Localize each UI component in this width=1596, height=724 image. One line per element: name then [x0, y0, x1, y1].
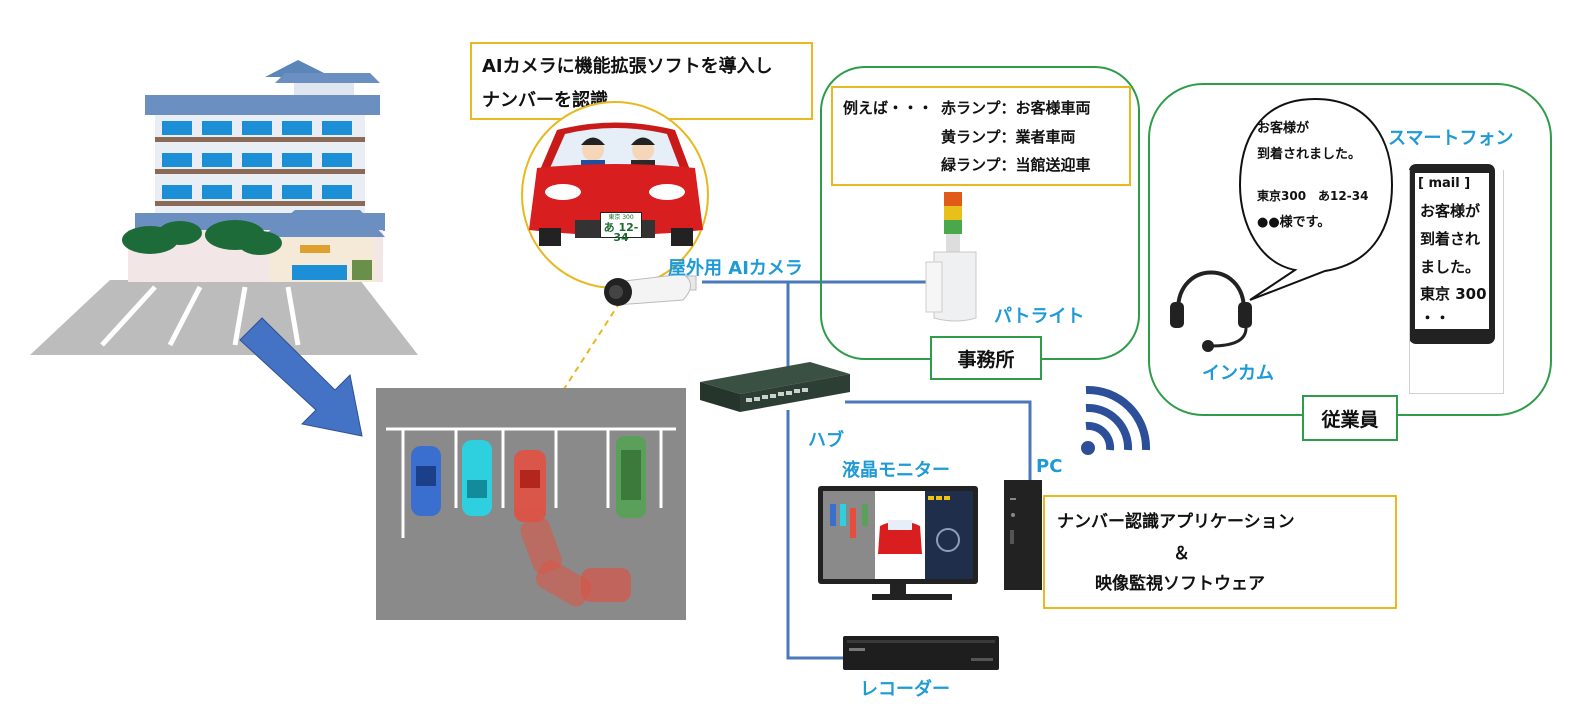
monitor-label: 液晶モニター — [842, 460, 950, 481]
phone-header: [ mail ] — [1418, 176, 1471, 191]
monitor-icon — [818, 486, 978, 600]
phone-line-4: 東京 300 — [1420, 285, 1487, 303]
smartphone-icon — [1409, 164, 1495, 344]
camera-icon — [604, 273, 697, 306]
phone-shadow — [1409, 170, 1504, 394]
phone-line-2: 到着され — [1420, 230, 1481, 248]
office-label: 事務所 — [930, 336, 1042, 380]
phone-line-5: ・・ — [1420, 309, 1451, 327]
software-box: ナンバー認識アプリケーション ＆ 映像監視ソフトウェア — [1043, 495, 1397, 609]
bubble-line-1: お客様が — [1257, 121, 1310, 136]
signal-tower-icon — [925, 192, 977, 322]
hub-icon — [700, 362, 850, 412]
callout-line-2: ナンバーを認識 — [482, 90, 608, 111]
bubble-line-3: 東京300 あ12-34 — [1257, 189, 1369, 203]
parking-lot-illustration — [376, 388, 686, 620]
phone-line-3: ました。 — [1420, 258, 1481, 276]
callout-line-1: AIカメラに機能拡張ソフトを導入し — [482, 56, 773, 77]
smartphone-label: スマートフォン — [1388, 128, 1514, 149]
recorder-icon — [843, 636, 999, 670]
phone-line-1: お客様が — [1420, 202, 1481, 220]
headset-icon — [1170, 270, 1252, 352]
software-line-3: 映像監視ソフトウェア — [1095, 574, 1265, 594]
software-line-2: ＆ — [1173, 544, 1190, 564]
staff-label: 従業員 — [1302, 395, 1398, 441]
car-recognition-illustration — [521, 101, 709, 289]
plate-bottom: あ 12-34 — [603, 221, 639, 244]
software-line-1: ナンバー認識アプリケーション — [1057, 512, 1295, 532]
license-plate: 東京 300 あ 12-34 — [600, 212, 642, 243]
hotel-illustration — [30, 60, 418, 355]
bubble-line-4: ●●様です。 — [1257, 215, 1331, 230]
plate-top: 東京 300 — [608, 214, 634, 221]
lamp-legend-box: 例えば・・・ 赤ランプ：お客様車両 黄ランプ：業者車両 緑ランプ：当館送迎車 — [831, 86, 1131, 186]
arrow-icon — [239, 317, 363, 437]
patlite-label: パトライト — [994, 306, 1085, 327]
intercom-label: インカム — [1202, 363, 1274, 384]
lamp-legend-green: 緑ランプ：当館送迎車 — [941, 156, 1091, 174]
pc-label: PC — [1036, 456, 1063, 477]
speech-bubble — [1238, 97, 1394, 301]
recorder-label: レコーダー — [860, 679, 950, 700]
camera-label: 屋外用 AIカメラ — [668, 258, 803, 279]
lamp-legend-prefix: 例えば・・・ — [843, 99, 934, 117]
lamp-legend-yellow: 黄ランプ：業者車両 — [941, 128, 1076, 146]
lamp-legend-red: 赤ランプ：お客様車両 — [941, 99, 1091, 117]
pc-tower-icon — [1004, 480, 1042, 590]
bubble-line-2: 到着されました。 — [1257, 147, 1362, 162]
wifi-icon — [1081, 385, 1151, 455]
hub-label: ハブ — [808, 430, 844, 451]
phone-screen — [1415, 173, 1489, 329]
